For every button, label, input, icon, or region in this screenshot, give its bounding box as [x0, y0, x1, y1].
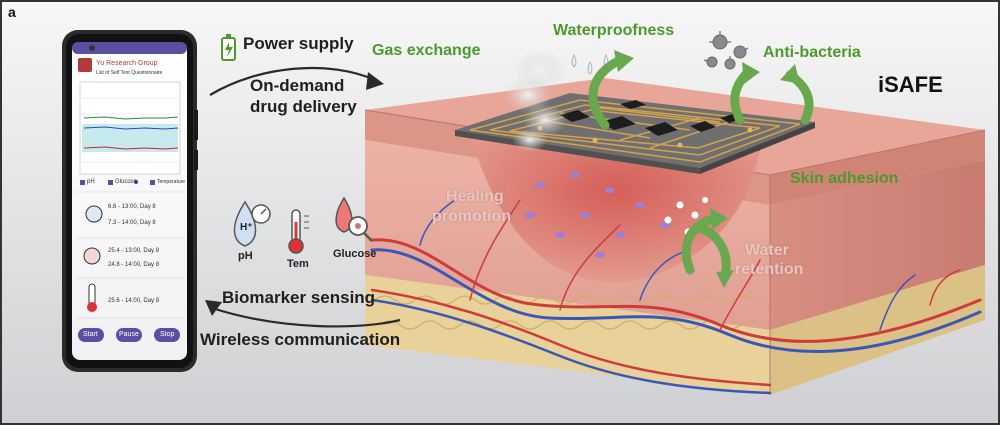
green-arrows [588, 55, 814, 280]
label-anti-bacteria: Anti-bacteria [763, 44, 861, 61]
app-logo [78, 58, 92, 72]
legend-glucose: Glucose [115, 179, 138, 185]
legend-check-ph[interactable] [80, 180, 85, 185]
label-power-supply: Power supply [243, 34, 354, 53]
glucose-sensor-icon [335, 196, 373, 242]
label-wireless-communication: Wireless communication [200, 330, 401, 349]
app-title: Yu Research Group [96, 60, 158, 67]
legend-ph: pH [87, 179, 95, 185]
sensor-label-ph: pH [238, 250, 253, 262]
legend-check-temperature[interactable] [150, 180, 155, 185]
reading-3: 25.4 - 13:00, Day 8 [108, 248, 160, 254]
label-skin-adhesion: Skin adhesion [790, 170, 899, 187]
front-camera [89, 45, 95, 51]
phone-line-temp [83, 126, 179, 130]
device-edge-right [700, 122, 815, 174]
start-button-label: Start [83, 331, 98, 338]
label-drug-delivery: drug delivery [250, 97, 357, 116]
fat-layer-right [770, 265, 985, 395]
smartphone [62, 30, 198, 372]
thermometer-icon [288, 209, 309, 254]
pause-button[interactable] [116, 328, 142, 342]
row-glucose-icon [83, 247, 101, 265]
stop-button[interactable] [154, 328, 180, 342]
fat-texture [374, 295, 761, 330]
ph-sensor-icon [233, 200, 271, 247]
label-on-demand: On-demand [250, 76, 345, 95]
label-biomarker-sensing: Biomarker sensing [222, 288, 376, 307]
phone-line-ph [83, 116, 179, 120]
legend-temperature: Temperature [157, 179, 186, 185]
bacteria-spikes [703, 31, 749, 62]
dermis-right [770, 160, 985, 330]
curved-arrows [209, 66, 401, 328]
label-waterproofness: Waterproofness [553, 22, 675, 39]
reading-5: 25.6 - 14:00, Day 8 [108, 298, 160, 304]
start-button[interactable] [78, 328, 104, 342]
label-retention: retention [735, 261, 804, 278]
steam-plume [504, 50, 567, 152]
bacteria [706, 34, 747, 70]
sensor-label-glucose: Glucose [333, 248, 377, 260]
panel-label: a [8, 4, 16, 20]
label-water: Water [745, 242, 789, 259]
stop-button-label: Stop [160, 331, 175, 338]
reading-4: 24.8 - 14:00, Day 8 [108, 262, 160, 268]
label-promotion: promotion [432, 208, 512, 225]
legend-check-glucose[interactable] [108, 180, 113, 185]
ph-symbol: H⁺ [240, 222, 253, 233]
app-subtitle: List of Self Test Questionnaire [96, 70, 163, 76]
green-arrowheads [614, 50, 800, 288]
reading-1: 6.6 - 13:00, Day 8 [108, 204, 156, 210]
label-gas-exchange: Gas exchange [372, 42, 481, 59]
healing-cells [525, 172, 670, 258]
curved-arrowheads [205, 72, 384, 316]
sensor-label-tem: Tem [287, 258, 309, 270]
status-bar [72, 42, 187, 54]
row-ph-icon [85, 205, 103, 223]
epidermis-right [770, 130, 985, 205]
reading-2: 7.3 - 14:00, Day 8 [108, 220, 156, 226]
pause-button-label: Pause [119, 331, 139, 338]
battery-icon [221, 34, 236, 61]
diagram-title: iSAFE [878, 72, 943, 97]
label-healing: Healing [446, 188, 504, 205]
fat-layer-front [365, 275, 770, 395]
phone-line-glucose [83, 146, 179, 150]
